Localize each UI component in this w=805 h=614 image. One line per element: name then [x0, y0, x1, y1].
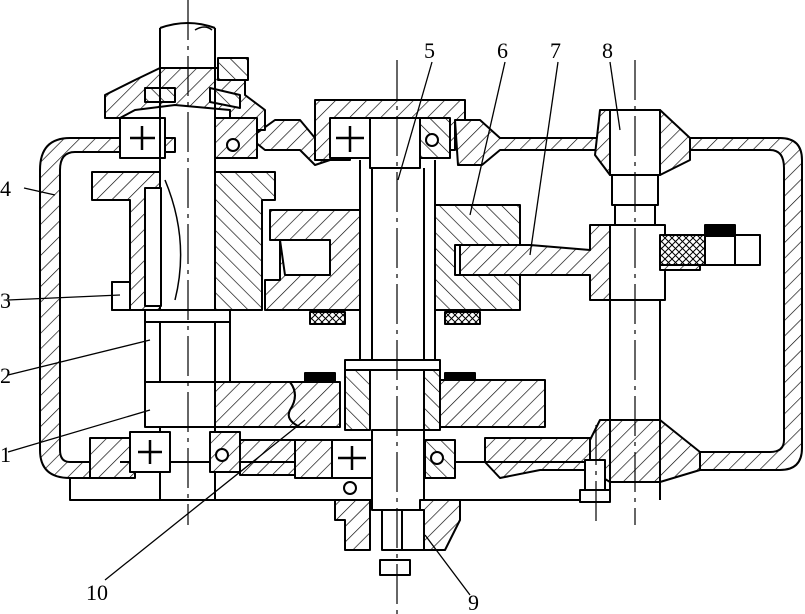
label-4: 4 — [0, 176, 11, 201]
label-10: 10 — [86, 580, 108, 605]
centerlines — [187, 0, 636, 614]
label-8: 8 — [602, 38, 613, 63]
left-upper-bearing — [119, 117, 258, 159]
left-lower-bearing — [129, 431, 241, 473]
middle-lower-assembly — [294, 369, 546, 511]
leader-lines — [7, 61, 621, 596]
label-9: 9 — [468, 590, 479, 614]
middle-shaft-top — [314, 99, 466, 169]
label-3: 3 — [0, 288, 11, 313]
callout-labels: 1 2 3 4 5 6 7 8 9 10 — [0, 38, 613, 614]
label-5: 5 — [424, 38, 435, 63]
bottom-cover — [334, 499, 461, 576]
label-7: 7 — [550, 38, 561, 63]
upper-left-gear — [91, 171, 276, 311]
label-6: 6 — [497, 38, 508, 63]
drain-bolt — [579, 459, 611, 503]
lower-left-gear — [144, 381, 341, 428]
middle-upper-gears — [264, 204, 521, 325]
label-2: 2 — [0, 363, 11, 388]
label-1: 1 — [0, 442, 11, 467]
